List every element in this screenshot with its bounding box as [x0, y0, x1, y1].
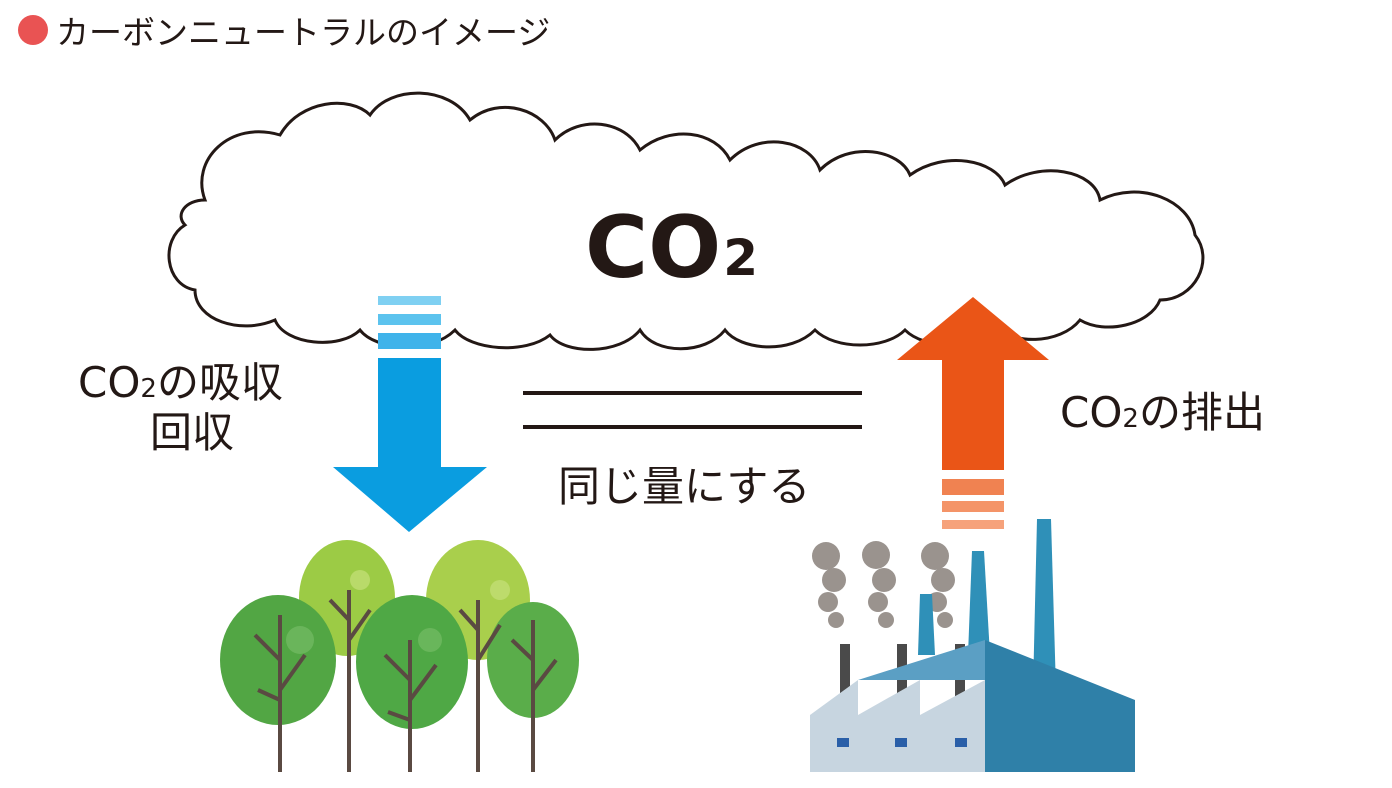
page-title: カーボンニュートラルのイメージ	[18, 8, 550, 52]
title-text: カーボンニュートラルのイメージ	[56, 13, 551, 52]
bullet-dot-icon	[18, 15, 48, 45]
emission-label: CO2の排出	[1060, 388, 1265, 437]
collection-label: 回収	[150, 408, 235, 457]
cloud-co2-label: CO2	[585, 198, 759, 298]
down-arrow-icon	[333, 296, 487, 532]
absorption-label: CO2の吸収	[78, 358, 283, 407]
factory-icon	[810, 519, 1135, 772]
same-amount-label: 同じ量にする	[558, 462, 811, 511]
trees-icon	[220, 540, 579, 772]
equal-sign-icon	[523, 391, 862, 429]
up-arrow-icon	[897, 297, 1049, 529]
